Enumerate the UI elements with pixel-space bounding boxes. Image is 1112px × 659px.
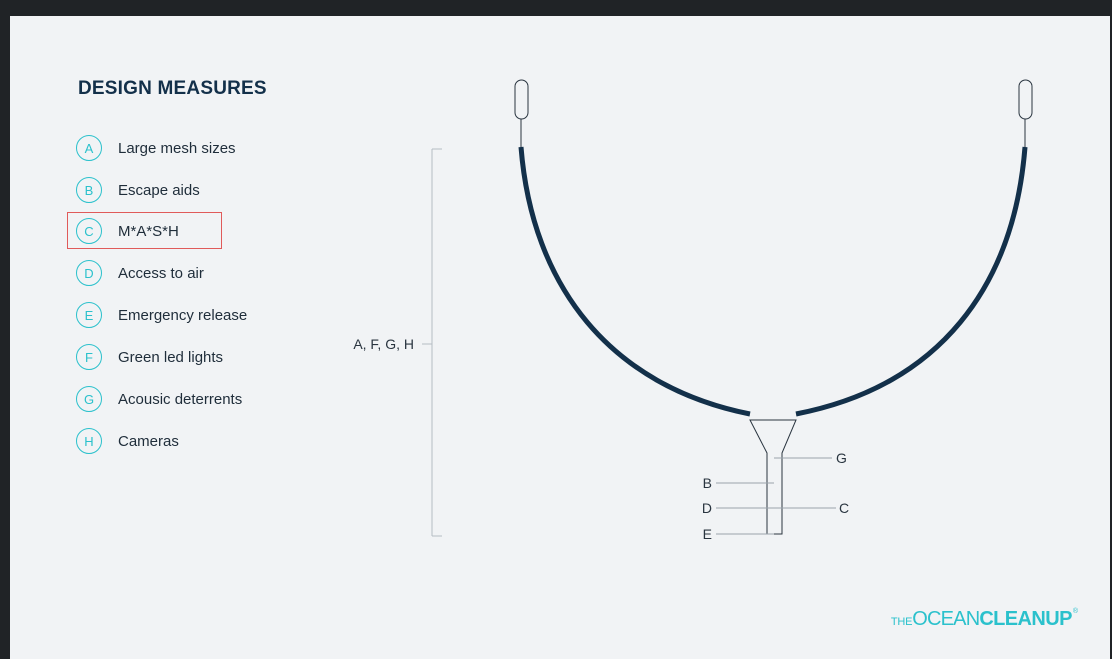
letter-badge-f: F — [76, 344, 102, 370]
measure-label-a: Large mesh sizes — [118, 139, 236, 157]
net-diagram: A, F, G, H G B D C E — [353, 79, 1033, 542]
label-e: E — [703, 526, 712, 542]
measure-item-a: A Large mesh sizes — [76, 133, 236, 163]
float-right-icon — [1018, 79, 1033, 120]
slide-title: DESIGN MEASURES — [78, 78, 267, 99]
letter-badge-e: E — [76, 302, 102, 328]
leader-lines — [716, 457, 836, 535]
label-c: C — [839, 500, 849, 516]
measure-item-e: E Emergency release — [76, 300, 247, 330]
net-right-arc — [795, 146, 1028, 417]
slide: DESIGN MEASURES A Large mesh sizes B Esc… — [10, 16, 1110, 659]
highlight-box — [67, 212, 222, 249]
label-d: D — [702, 500, 712, 516]
measure-label-b: Escape aids — [118, 181, 200, 199]
bracket-label: A, F, G, H — [353, 336, 414, 352]
measure-item-f: F Green led lights — [76, 342, 223, 372]
measure-label-d: Access to air — [118, 264, 204, 282]
letter-badge-c: C — [76, 218, 102, 244]
letter-badge-h: H — [76, 428, 102, 454]
measure-label-f: Green led lights — [118, 348, 224, 366]
letter-badge-g: G — [76, 386, 102, 412]
ocean-cleanup-logo: THE OCEAN CLEANUP ® — [891, 608, 1078, 631]
logo-registered-mark: ® — [1072, 608, 1078, 615]
net-funnel — [749, 419, 797, 535]
label-b: B — [703, 475, 712, 491]
measure-item-b: B Escape aids — [76, 175, 200, 205]
logo-ocean: OCEAN — [912, 608, 980, 630]
measure-label-h: Cameras — [118, 432, 179, 450]
float-left-icon — [514, 79, 529, 120]
letter-badge-d: D — [76, 260, 102, 286]
letter-badge-b: B — [76, 177, 102, 203]
logo-the: THE — [890, 616, 913, 628]
measure-item-h: H Cameras — [76, 426, 179, 456]
measure-label-c: M*A*S*H — [118, 222, 179, 240]
measure-item-c: C M*A*S*H — [76, 216, 179, 246]
measure-label-g: Acousic deterrents — [118, 390, 243, 408]
bracket — [422, 148, 442, 537]
logo-cleanup: CLEANUP — [979, 608, 1072, 630]
measure-item-d: D Access to air — [76, 258, 204, 288]
net-left-arc — [518, 146, 751, 417]
measure-label-e: Emergency release — [118, 306, 248, 324]
measure-item-g: G Acousic deterrents — [76, 384, 242, 414]
letter-badge-a: A — [76, 135, 102, 161]
label-g: G — [836, 450, 847, 466]
